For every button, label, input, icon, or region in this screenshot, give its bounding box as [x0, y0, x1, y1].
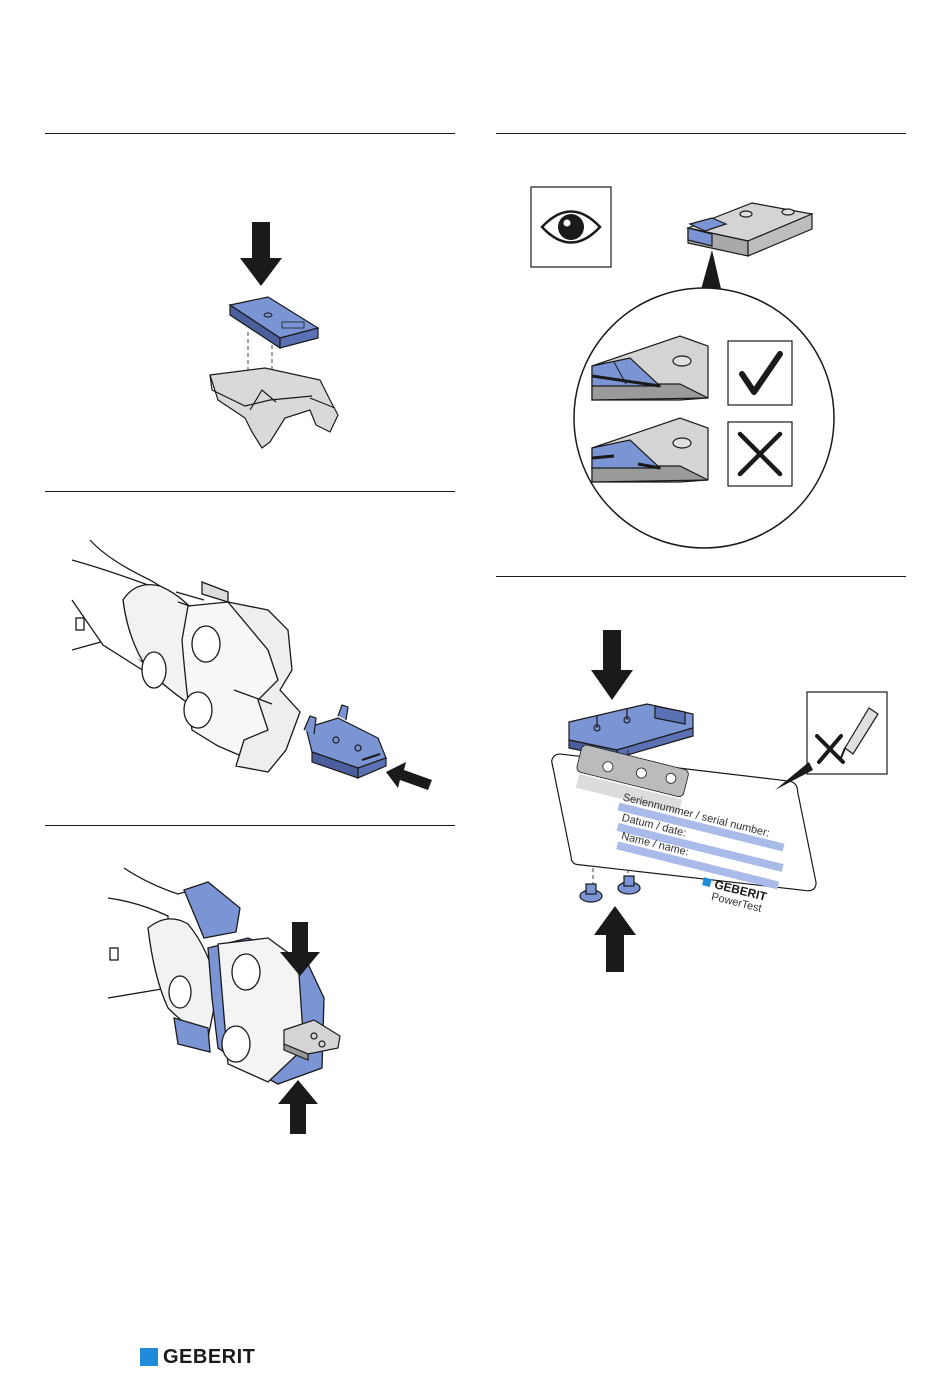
illustration-insert-onto-jaw	[190, 210, 350, 455]
cross-icon	[728, 422, 792, 486]
section-divider-top-right	[496, 133, 906, 134]
illustration-insert-card-assembly: Seriennummer / serial number: Datum / da…	[535, 630, 895, 980]
eye-icon	[531, 187, 611, 267]
illustration-insert-into-jaw	[68, 540, 438, 800]
foot-pads	[580, 876, 640, 902]
powertest-card: Seriennummer / serial number: Datum / da…	[528, 724, 839, 926]
pen-icon	[775, 692, 887, 790]
jaw-holder	[210, 368, 338, 448]
section-divider-mid-right	[496, 576, 906, 577]
section-divider-top-left	[45, 133, 455, 134]
footer-logo: GEBERIT	[140, 1348, 255, 1366]
footer-brand: GEBERIT	[163, 1348, 255, 1366]
insert-overview	[688, 203, 812, 256]
arrow-left-icon	[386, 762, 432, 790]
illustration-insert-inspection	[530, 186, 850, 556]
illustration-jaw-closing	[108, 868, 358, 1138]
section-divider-mid-left	[45, 491, 455, 492]
brand-square-icon	[140, 1348, 158, 1366]
press-tool-body	[72, 540, 300, 772]
arrow-up-icon	[594, 906, 636, 972]
arrow-down-icon	[591, 630, 633, 700]
arrow-up-icon	[278, 1080, 318, 1134]
test-insert-angled	[304, 705, 386, 778]
check-icon	[728, 341, 792, 405]
arrow-down-icon	[240, 222, 282, 286]
test-insert	[230, 297, 318, 348]
section-divider-lower-left	[45, 825, 455, 826]
